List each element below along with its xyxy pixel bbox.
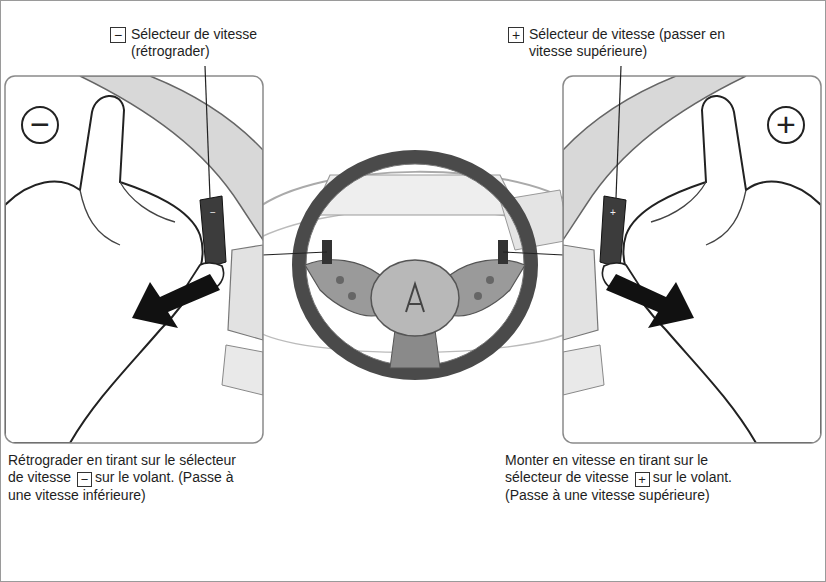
plus-icon: + [508,27,524,43]
paddle-label: Sélecteur de vitesse (rétrograder) [131,26,281,60]
plus-icon: + [635,472,650,487]
plus-symbol: + [766,105,806,145]
paddle-mark: − [205,208,221,218]
paddle-label: Sélecteur de vitesse (passer en vitesse … [529,26,749,60]
caption-left: Rétrograder en tirant sur le sélecteur d… [8,452,246,504]
paddle-mark: + [605,208,621,218]
minus-icon: − [110,27,126,43]
caption-right: Monter en vitesse en tirant sur le sélec… [505,452,767,504]
minus-icon: − [77,472,92,487]
minus-symbol: − [20,105,60,145]
